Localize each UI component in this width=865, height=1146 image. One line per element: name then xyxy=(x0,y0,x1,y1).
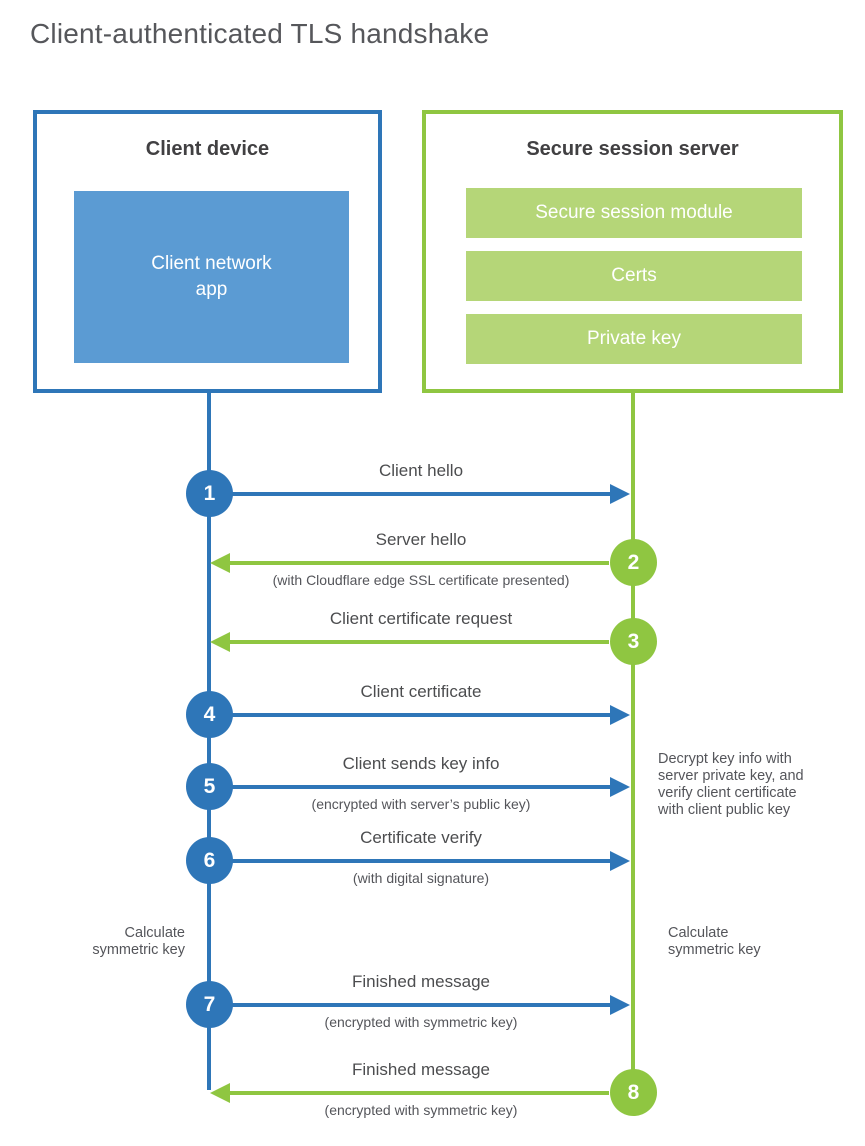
arrowhead-right-icon xyxy=(610,484,630,504)
secure-session-server-title: Secure session server xyxy=(526,138,739,160)
step-2-arrow-left-icon xyxy=(210,553,609,573)
step-6-sublabel: (with digital signature) xyxy=(352,870,490,886)
arrowhead-left-icon xyxy=(210,632,230,652)
server-module-certs: Certs xyxy=(466,251,802,301)
step-2-label: Server hello xyxy=(375,530,467,549)
step-5-arrow-right-icon xyxy=(231,777,630,797)
client-lifeline xyxy=(207,393,211,1090)
secure-session-server-box: Secure session server Secure session mod… xyxy=(422,110,843,393)
step-8-arrow-left-icon xyxy=(210,1083,609,1103)
step-5-badge: 5 xyxy=(186,763,233,810)
step-6-label: Certificate verify xyxy=(360,828,482,847)
step-7-badge: 7 xyxy=(186,981,233,1028)
client-device-box: Client device Client network app xyxy=(33,110,382,393)
calculate-symmetric-key-server: Calculate symmetric key xyxy=(668,925,761,959)
server-module-secure-session: Secure session module xyxy=(466,188,802,238)
arrowhead-left-icon xyxy=(210,1083,230,1103)
calculate-symmetric-key-client: Calculate symmetric key xyxy=(92,925,185,959)
server-lifeline xyxy=(631,393,635,1093)
server-module-list: Secure session module Certs Private key xyxy=(466,188,802,377)
step-3-badge: 3 xyxy=(610,618,657,665)
step-3-label: Client certificate request xyxy=(329,609,513,628)
client-device-title: Client device xyxy=(145,138,270,160)
arrowhead-right-icon xyxy=(610,777,630,797)
arrowhead-left-icon xyxy=(210,553,230,573)
step-7-arrow-right-icon xyxy=(231,995,630,1015)
decrypt-key-note: Decrypt key info with server private key… xyxy=(658,751,804,819)
arrowhead-right-icon xyxy=(610,705,630,725)
step-7-sublabel: (encrypted with symmetric key) xyxy=(324,1014,518,1030)
arrowhead-right-icon xyxy=(610,995,630,1015)
arrowhead-right-icon xyxy=(610,851,630,871)
client-network-app-block: Client network app xyxy=(74,191,349,363)
step-7-label: Finished message xyxy=(352,972,490,991)
step-4-arrow-right-icon xyxy=(231,705,630,725)
page-title: Client-authenticated TLS handshake xyxy=(30,18,490,49)
step-2-sublabel: (with Cloudflare edge SSL certificate pr… xyxy=(272,572,570,588)
step-1-label: Client hello xyxy=(378,461,464,480)
step-1-arrow-right-icon xyxy=(231,484,630,504)
step-8-badge: 8 xyxy=(610,1069,657,1116)
step-1-badge: 1 xyxy=(186,470,233,517)
step-3-arrow-left-icon xyxy=(210,632,609,652)
step-4-label: Client certificate xyxy=(360,682,482,701)
step-5-sublabel: (encrypted with server’s public key) xyxy=(311,796,531,812)
step-8-sublabel: (encrypted with symmetric key) xyxy=(324,1102,518,1118)
step-8-label: Finished message xyxy=(352,1060,490,1079)
step-4-badge: 4 xyxy=(186,691,233,738)
step-6-arrow-right-icon xyxy=(231,851,630,871)
step-5-label: Client sends key info xyxy=(342,754,500,773)
server-module-private-key: Private key xyxy=(466,314,802,364)
step-2-badge: 2 xyxy=(610,539,657,586)
step-6-badge: 6 xyxy=(186,837,233,884)
